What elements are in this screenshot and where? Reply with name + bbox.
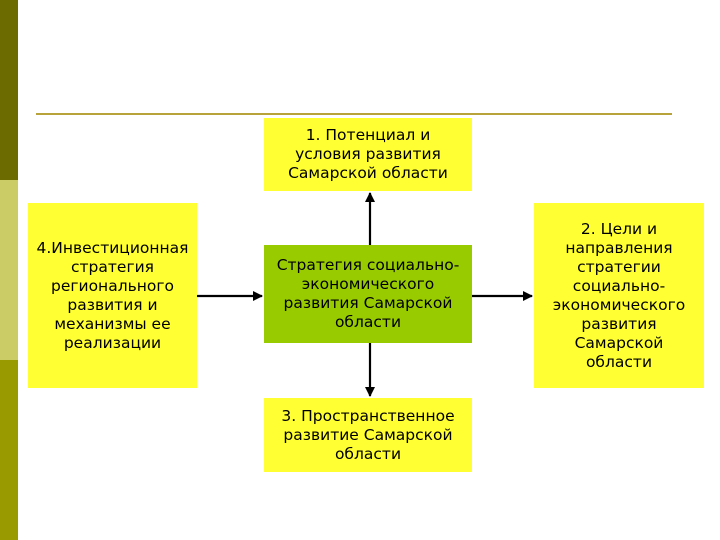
box-strategy-center: Стратегия социально- экономического разв…	[264, 245, 472, 343]
box-spatial-development-text: 3. Пространственное развитие Самарской о…	[281, 406, 455, 463]
box-investment-strategy: 4.Инвестиционная стратегия регионального…	[28, 203, 197, 388]
box-investment-strategy-text: 4.Инвестиционная стратегия регионального…	[36, 238, 189, 352]
box-spatial-development: 3. Пространственное развитие Самарской о…	[264, 398, 472, 472]
title-divider	[36, 113, 672, 115]
box-strategy-center-text: Стратегия социально- экономического разв…	[276, 256, 460, 331]
box-goals: 2. Цели и направления стратегии социальн…	[534, 203, 704, 388]
sidebar-stripe-middle	[0, 180, 18, 360]
box-potential: 1. Потенциал и условия развития Самарско…	[264, 118, 472, 191]
box-goals-text: 2. Цели и направления стратегии социальн…	[552, 219, 686, 371]
box-potential-text: 1. Потенциал и условия развития Самарско…	[288, 126, 448, 182]
sidebar-stripe-top	[0, 0, 18, 180]
sidebar-stripe-bottom	[0, 360, 18, 540]
